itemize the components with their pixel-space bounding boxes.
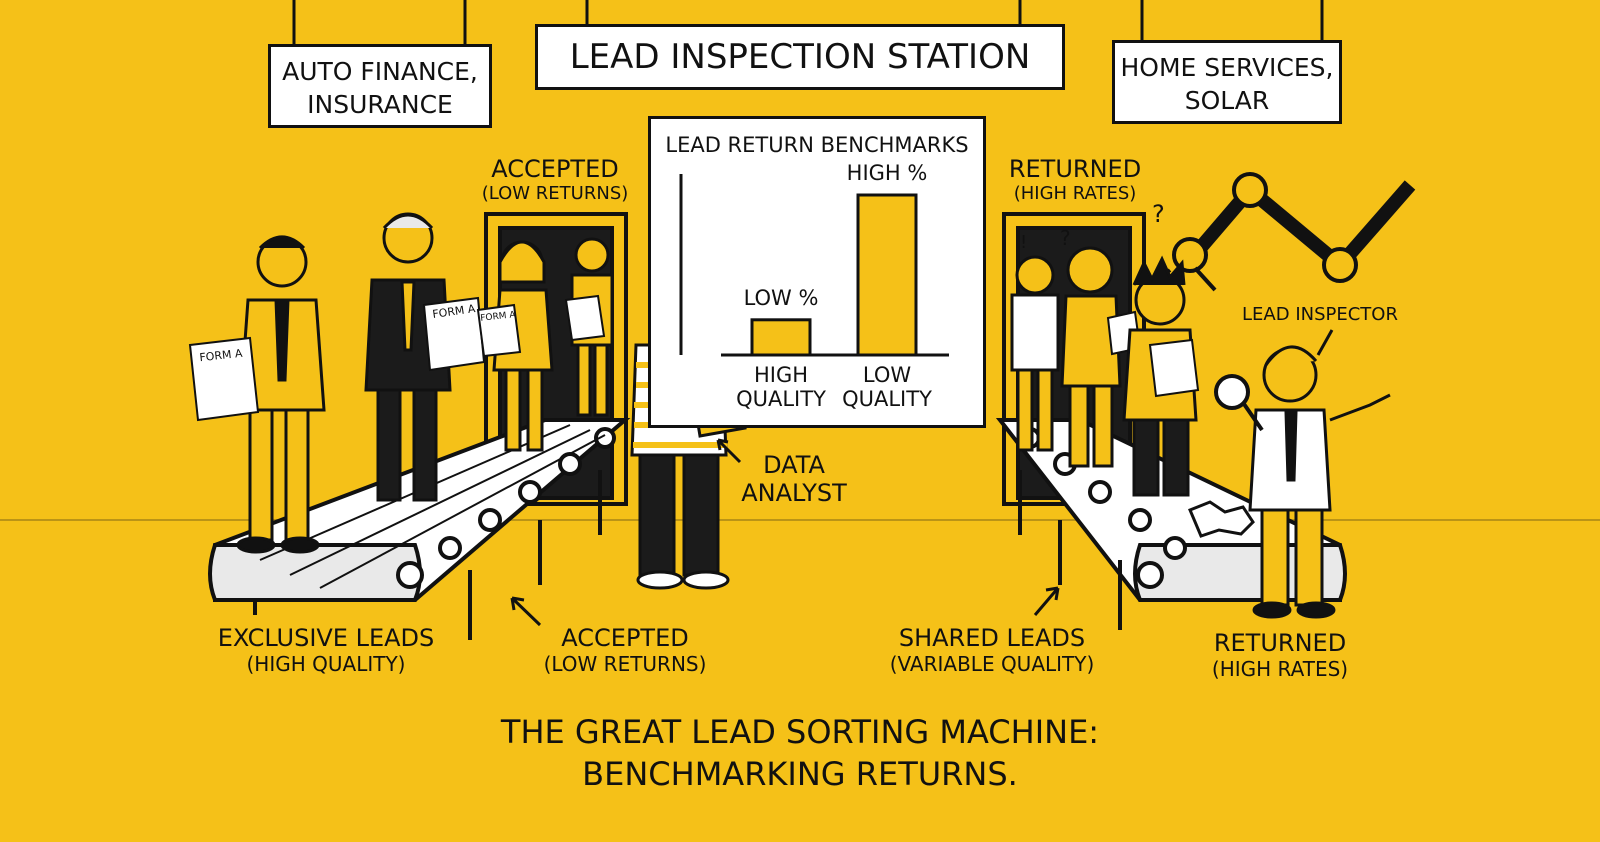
exclusive-leads-line-2: (HIGH QUALITY) [246,651,406,676]
station-title: LEAD INSPECTION STATION [569,37,1031,77]
returned-outcome-line-2: (HIGH RATES) [1211,656,1349,681]
right-industry-line-1: HOME SERVICES, [1120,53,1334,82]
chart-title: LEAD RETURN BENCHMARKS [665,133,969,157]
right-conveyor [995,418,1347,630]
accepted-door-line-2: (LOW RETURNS) [481,182,629,204]
right-industry-line-2: SOLAR [1184,86,1270,115]
data-analyst-label: DATA ANALYST [724,451,864,507]
svg-text:?: ? [1152,200,1165,228]
benchmark-chart [679,174,949,357]
returned-door-line-1: RETURNED [1008,155,1142,183]
accepted-outcome-line-2: (LOW RETURNS) [543,651,707,676]
left-industry-sign: AUTO FINANCE, INSURANCE [268,44,492,128]
data-analyst-line-2: ANALYST [741,478,847,507]
shared-leads-label: SHARED LEADS (VARIABLE QUALITY) [862,624,1122,676]
lead-person-3 [492,240,554,452]
chart-value-label-2: HIGH % [846,161,928,185]
caption-line-1: THE GREAT LEAD SORTING MACHINE: [500,713,1100,751]
shared-leads-line-1: SHARED LEADS [898,624,1086,652]
annotation-arrows [510,329,1334,627]
svg-text:!: ! [1020,232,1027,253]
accepted-outcome-line-1: ACCEPTED [561,624,689,652]
messy-lead-person-2 [1060,246,1142,468]
lead-person-4 [564,237,614,417]
messy-lead-person-3 [1122,255,1200,497]
lead-inspector-label: LEAD INSPECTOR [1242,304,1398,325]
chart-bar-2 [856,193,918,357]
accepted-door-line-1: ACCEPTED [491,155,619,183]
form-sheet-1 [188,336,260,422]
left-industry-line-1: AUTO FINANCE, [282,57,478,86]
lead-inspector-figure [1248,345,1391,619]
form-sheet-3 [476,303,522,358]
lead-person-1 [236,235,326,554]
confusion-marks: ? ? ! [1020,200,1165,253]
exclusive-leads-label: EXCLUSIVE LEADS (HIGH QUALITY) [196,624,456,676]
right-industry-sign: HOME SERVICES, SOLAR [1112,40,1342,124]
exclusive-leads-line-1: EXCLUSIVE LEADS [217,624,435,652]
caption-line-2: BENCHMARKING RETURNS. [582,754,1018,793]
accepted-door-label: ACCEPTED (LOW RETURNS) [470,155,640,204]
chart-bar-1 [750,318,812,357]
left-conveyor [208,418,631,640]
returned-door-line-2: (HIGH RATES) [1013,182,1137,204]
form-sheet-2 [422,296,486,372]
chart-value-label-1: LOW % [743,285,819,310]
messy-lead-person-1 [1010,255,1060,452]
caption: THE GREAT LEAD SORTING MACHINE: BENCHMAR… [300,712,1300,795]
magnifying-glass-icon [1214,374,1264,432]
returned-outcome-label: RETURNED (HIGH RATES) [1190,629,1370,681]
accepted-outcome-label: ACCEPTED (LOW RETURNS) [525,624,725,676]
data-analyst-line-1: DATA [763,451,825,479]
returned-door-label: RETURNED (HIGH RATES) [990,155,1160,204]
station-title-sign: LEAD INSPECTION STATION [535,24,1065,90]
shared-leads-line-2: (VARIABLE QUALITY) [889,651,1095,676]
svg-text:?: ? [1060,226,1071,250]
returned-outcome-line-1: RETURNED [1213,629,1347,657]
left-industry-line-2: INSURANCE [307,90,453,119]
